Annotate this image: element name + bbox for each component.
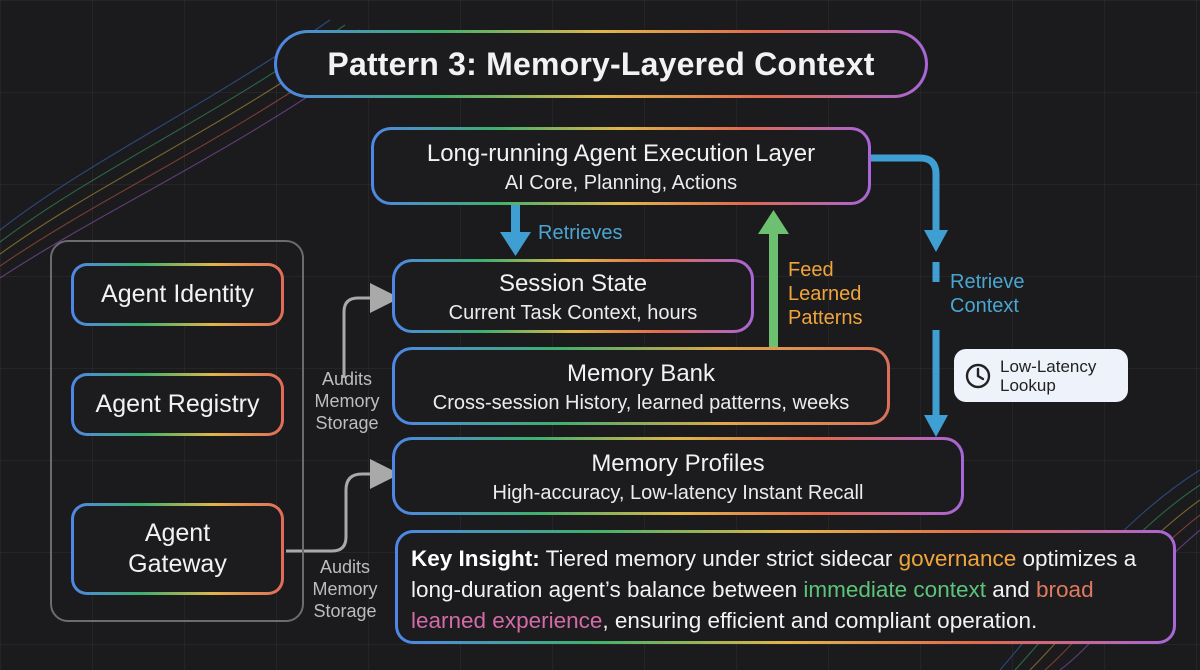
clock-icon xyxy=(965,363,991,388)
audits-upper-line2: Memory xyxy=(314,391,380,411)
insight-text-1: Tiered memory under strict sidecar xyxy=(539,546,899,571)
audits-lower-line2: Memory xyxy=(312,579,378,599)
agent-gateway-box: Agent Gateway xyxy=(71,503,284,595)
memory-bank-subtitle: Cross-session History, learned patterns,… xyxy=(432,392,850,414)
retrieve-context-line1: Retrieve xyxy=(950,271,1025,293)
execution-layer-title: Long-running Agent Execution Layer xyxy=(426,140,816,167)
retrieve-context-line2: Context xyxy=(950,295,1019,317)
audits-lower-line1: Audits xyxy=(319,557,371,577)
insight-learned-experience: learned experience xyxy=(411,608,603,633)
agent-registry-label: Agent Registry xyxy=(95,389,260,418)
insight-text-3: and xyxy=(985,577,1037,602)
retrieves-label: Retrieves xyxy=(538,222,623,244)
governance-sidebar xyxy=(50,240,304,622)
insight-broad: broad xyxy=(1036,577,1094,602)
insight-text-2: optimizes a long-duration agent’s balanc… xyxy=(411,546,1137,602)
memory-profiles-title: Memory Profiles xyxy=(591,450,765,477)
audits-memory-storage-upper: Audits Memory Storage xyxy=(306,368,388,434)
insight-immediate-context: immediate context xyxy=(803,577,986,602)
retrieve-context-label: Retrieve Context xyxy=(950,270,1024,318)
audit-connector-lower xyxy=(286,459,400,553)
title-text: Pattern 3: Memory-Layered Context xyxy=(327,45,875,82)
agent-gateway-label-line1: Agent xyxy=(144,518,211,547)
session-state-box: Session State Current Task Context, hour… xyxy=(392,259,754,333)
feed-learned-patterns-label: Feed Learned Patterns xyxy=(788,258,862,330)
memory-profiles-subtitle: High-accuracy, Low-latency Instant Recal… xyxy=(492,482,864,504)
audits-memory-storage-lower: Audits Memory Storage xyxy=(304,556,386,622)
low-latency-lookup-tooltip: Low-Latency Lookup xyxy=(954,349,1128,402)
execution-layer-box: Long-running Agent Execution Layer AI Co… xyxy=(371,127,871,205)
agent-identity-box: Agent Identity xyxy=(71,263,284,326)
audits-upper-line3: Storage xyxy=(315,413,379,433)
insight-governance: governance xyxy=(898,546,1017,571)
feed-learned-patterns-arrow xyxy=(758,210,789,350)
session-state-subtitle: Current Task Context, hours xyxy=(448,302,698,324)
retrieves-arrow xyxy=(500,204,531,256)
memory-bank-box: Memory Bank Cross-session History, learn… xyxy=(392,347,890,425)
agent-gateway-label-line2: Gateway xyxy=(128,550,227,578)
diagram-title: Pattern 3: Memory-Layered Context xyxy=(274,30,928,98)
tooltip-line2: Lookup xyxy=(1000,375,1056,395)
audits-lower-line3: Storage xyxy=(313,601,377,621)
retrieve-context-arrow xyxy=(870,154,948,437)
session-state-title: Session State xyxy=(498,270,648,297)
audits-upper-line1: Audits xyxy=(321,369,373,389)
feed-learned-patterns-line3: Patterns xyxy=(788,307,863,329)
tooltip-line1: Low-Latency xyxy=(1000,356,1097,376)
feed-learned-patterns-line1: Feed xyxy=(788,259,834,281)
memory-bank-title: Memory Bank xyxy=(566,360,716,387)
execution-layer-subtitle: AI Core, Planning, Actions xyxy=(504,172,738,194)
audit-connector-upper xyxy=(342,283,400,378)
feed-learned-patterns-line2: Learned xyxy=(788,283,862,305)
key-insight-box: Key Insight: Tiered memory under strict … xyxy=(395,530,1176,644)
memory-profiles-box: Memory Profiles High-accuracy, Low-laten… xyxy=(392,437,964,515)
agent-identity-label: Agent Identity xyxy=(101,279,254,308)
key-insight-label: Key Insight: xyxy=(411,546,540,571)
insight-text-4: , ensuring efficient and compliant opera… xyxy=(602,608,1038,633)
agent-registry-box: Agent Registry xyxy=(71,373,284,436)
